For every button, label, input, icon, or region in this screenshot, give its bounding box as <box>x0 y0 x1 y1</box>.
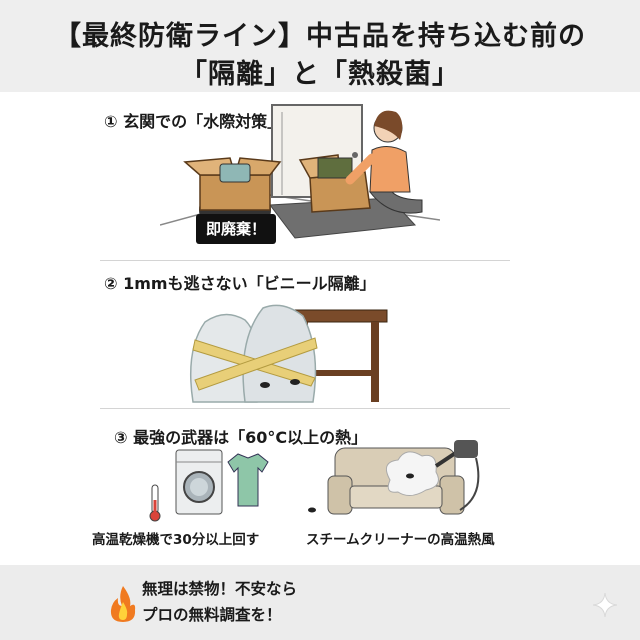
page-title-line1: 【最終防衛ライン】中古品を持ち込む前の <box>54 21 586 52</box>
cardboard-box-right <box>298 154 371 213</box>
shirt <box>227 453 269 507</box>
footer-line1: 無理は禁物！不安なら <box>142 580 298 598</box>
caption-steam: スチームクリーナーの高温熱風 <box>306 532 495 548</box>
divider-2 <box>100 408 510 409</box>
bug-icon <box>406 473 414 479</box>
page-title-line2: 「隔離」と「熱殺菌」 <box>180 59 460 90</box>
cardboard-box-left <box>183 157 282 211</box>
tape-strip-2 <box>194 337 318 391</box>
bug-icon <box>290 379 300 385</box>
divider-1 <box>100 260 510 261</box>
step2-heading: ② 1mmも逃さない「ビニール隔離」 <box>104 274 376 293</box>
steam-cloud <box>385 451 439 496</box>
header-banner <box>0 0 640 92</box>
vinyl-isolation-illustration <box>189 304 388 403</box>
step1-heading: ① 玄関での「水際対策」 <box>104 112 284 131</box>
woman-figure <box>345 110 423 214</box>
sparkle-icon <box>592 592 618 618</box>
bug-icon <box>308 507 316 513</box>
footer-line2: プロの無料調査を！ <box>142 606 282 624</box>
discard-badge: 即廃棄！ <box>196 214 276 244</box>
fire-icon <box>110 586 136 622</box>
heat-illustration <box>149 440 480 522</box>
caption-dryer: 高温乾燥機で30分以上回す <box>92 532 260 548</box>
dryer-machine <box>175 449 223 515</box>
thermometer-icon <box>149 484 161 522</box>
footer-banner <box>0 565 640 640</box>
step3-heading: ③ 最強の武器は「60°C以上の熱」 <box>114 428 368 447</box>
bug-icon <box>260 382 270 388</box>
steam-cleaner <box>434 440 480 511</box>
